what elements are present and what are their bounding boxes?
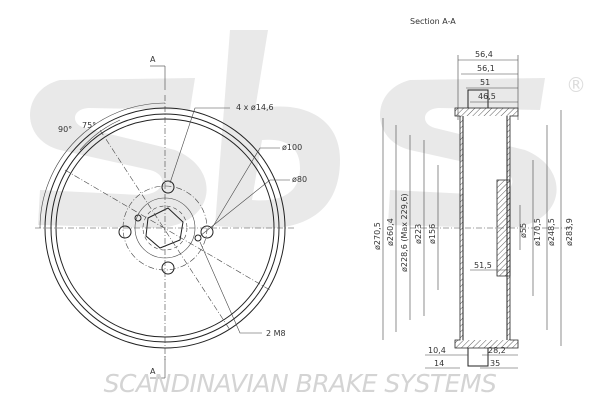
diameter-228-6: ø228,6 (Max 229,6): [400, 193, 409, 272]
diameter-283-9: ø283,9: [565, 218, 574, 246]
diameter-270-5: ø270,5: [373, 222, 382, 250]
width-14: 14: [434, 359, 444, 368]
thread-hole: [194, 234, 202, 242]
front-view: [35, 65, 295, 379]
bolt-holes-label: 4 x ø14,6: [236, 103, 274, 112]
bolt-hole: [118, 225, 132, 239]
diameter-170-5: ø170,5: [533, 218, 542, 246]
thread-hole: [134, 214, 142, 222]
brand-footer: SCANDINAVIAN BRAKE SYSTEMS: [104, 369, 497, 398]
cut-marker-bottom: A: [150, 367, 156, 376]
diameter-55: ø55: [519, 223, 528, 238]
pcd-label: ø100: [282, 143, 302, 152]
registered-mark: ®: [566, 73, 586, 97]
diameter-260-4: ø260,4: [386, 218, 395, 246]
section-title: Section A-A: [410, 17, 456, 26]
width-51-5: 51,5: [474, 261, 492, 270]
width-51: 51: [480, 78, 490, 87]
diameter-156: ø156: [428, 224, 437, 244]
diameter-248-5: ø248,5: [547, 218, 556, 246]
width-46-5: 46,5: [478, 92, 496, 101]
center-bore-label: ø80: [292, 175, 307, 184]
diameter-223: ø223: [414, 224, 423, 244]
bolt-hole: [161, 261, 175, 275]
width-35: 35: [490, 359, 500, 368]
angle-90-label: 90°: [58, 125, 72, 134]
thread-label: 2 M8: [266, 329, 286, 338]
width-56-4: 56,4: [475, 50, 493, 59]
bolt-hole: [200, 225, 214, 239]
width-10-4: 10,4: [428, 346, 446, 355]
bolt-hole: [161, 180, 175, 194]
width-56-1: 56,1: [477, 64, 495, 73]
width-28-2: 28,2: [488, 346, 506, 355]
angle-75-label: 75°: [82, 121, 96, 130]
section-view: [382, 55, 575, 369]
cut-marker-top: A: [150, 55, 156, 64]
